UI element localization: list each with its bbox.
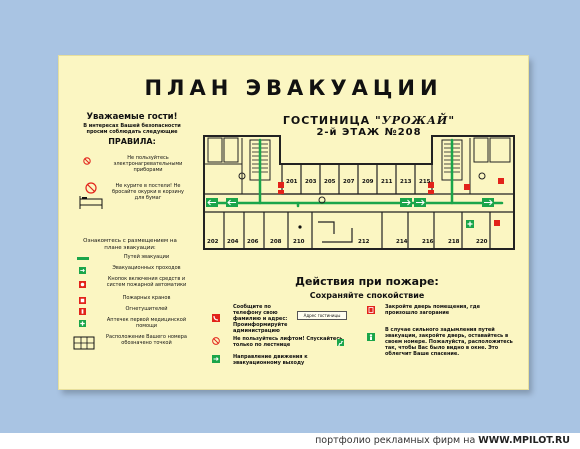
- hotel-title: "УРОЖАЙ": [375, 114, 456, 127]
- evacuation-sign: ПЛАН ЭВАКУАЦИИ Уважаемые гости! В интере…: [58, 55, 529, 390]
- legend-label: Путей эвакуации: [123, 254, 170, 260]
- room-label: 205: [324, 179, 336, 185]
- bottom-bar: [0, 433, 580, 449]
- direction-arrow-icon: [212, 355, 220, 363]
- room-label: 218: [448, 239, 460, 245]
- room-label: 203: [305, 179, 317, 185]
- greeting: Уважаемые гости!: [86, 112, 178, 122]
- hotel-prefix: ГОСТИНИЦА: [282, 114, 376, 127]
- legend-item-routes: Путей эвакуации: [67, 254, 197, 265]
- left-panel: Уважаемые гости! В интересах Вашей безоп…: [67, 112, 197, 147]
- address-box: Адрес гостиницы: [297, 311, 347, 320]
- legend-label: Эвакуационных проходов: [112, 265, 181, 271]
- rule-no-smoking: Не курите в постели! Не бросайте окурки …: [67, 181, 197, 221]
- legend-label: Расположение Вашего номера обозначено то…: [105, 334, 187, 346]
- legend-item-alarm-buttons: Кнопок включения средств и систем пожарн…: [67, 276, 197, 294]
- rule-no-heaters: Не пользуйтесь электронагревательными пр…: [67, 155, 197, 175]
- rule-2-text: Не курите в постели! Не бросайте окурки …: [112, 183, 184, 201]
- legend-item-hydrants: Пожарных кранов: [67, 295, 197, 306]
- room-label: 213: [400, 179, 412, 185]
- legend-label: Огнетушителей: [125, 306, 168, 312]
- route-line-icon: [77, 257, 89, 260]
- room-label: 216: [422, 239, 434, 245]
- portfolio-caption: портфолио рекламных фирм на WWW.MPILOT.R…: [315, 435, 570, 446]
- sign-title: ПЛАН ЭВАКУАЦИИ: [144, 76, 443, 100]
- legend-label: Аптечек первой медицинской помощи: [106, 317, 187, 329]
- legend-label: Кнопок включения средств и систем пожарн…: [106, 276, 187, 288]
- legend-title: Ознакомтесь с размещением на плане эваку…: [83, 238, 177, 251]
- caption-text: портфолио рекламных фирм на: [315, 435, 479, 446]
- action-smoke: В случае сильного задымления путей эваку…: [385, 327, 513, 357]
- room-label: 202: [207, 239, 219, 245]
- room-label: 215: [419, 179, 431, 185]
- room-label: 214: [396, 239, 408, 245]
- no-heaters-icon: [83, 157, 91, 165]
- room-label: 207: [343, 179, 355, 185]
- room-label: 212: [358, 239, 370, 245]
- actions-title: Действия при пожаре:: [295, 275, 439, 288]
- fire-hydrant-icon: [79, 297, 86, 304]
- floor-number: 2-й ЭТАЖ №208: [316, 127, 422, 138]
- actions-subtitle: Сохраняйте спокойствие: [309, 291, 425, 300]
- room-label: 208: [270, 239, 282, 245]
- room-label: 210: [293, 239, 305, 245]
- legend-item-extinguishers: Огнетушителей: [67, 306, 197, 317]
- exit-arrow-icon: [79, 267, 86, 274]
- window-person-icon: [367, 333, 375, 341]
- action-close-door: Закройте дверь помещения, где произошло …: [385, 304, 481, 316]
- caption-site[interactable]: WWW.MPILOT.RU: [478, 435, 570, 446]
- intro-text: В интересах Вашей безопасности просим со…: [83, 123, 181, 135]
- phone-icon: [212, 314, 220, 322]
- action-direction: Направление движения к эвакуационному вы…: [233, 354, 308, 366]
- no-smoking-bed-icon: [79, 182, 103, 209]
- room-label: 206: [247, 239, 259, 245]
- stairs-icon: [337, 339, 344, 346]
- rules-title: ПРАВИЛА:: [108, 137, 156, 146]
- legend-item-room-dot: Расположение Вашего номера обозначено то…: [67, 334, 197, 354]
- floor-plan: [203, 135, 515, 250]
- room-dot-icon: [73, 336, 95, 350]
- fire-alarm-icon: [79, 281, 86, 288]
- room-label: 204: [227, 239, 239, 245]
- close-door-icon: [367, 306, 375, 314]
- action-no-elevator: Не пользуйтесь лифтом! Спускайтесь тольк…: [233, 336, 343, 348]
- room-label: 201: [286, 179, 298, 185]
- hotel-name: ГОСТИНИЦА "УРОЖАЙ": [209, 114, 529, 127]
- action-call: Сообщите по телефону свою фамилию и адре…: [233, 304, 288, 334]
- exit-signs: [206, 198, 494, 207]
- room-label: 220: [476, 239, 488, 245]
- no-elevator-icon: [212, 337, 220, 345]
- legend-item-passages: Эвакуационных проходов: [67, 265, 197, 276]
- legend-item-first-aid: Аптечек первой медицинской помощи: [67, 317, 197, 330]
- room-label: 209: [362, 179, 374, 185]
- rule-1-text: Не пользуйтесь электронагревательными пр…: [113, 155, 183, 173]
- extinguisher-icon: [79, 308, 86, 315]
- first-aid-icon: [79, 320, 86, 327]
- room-label: 211: [381, 179, 393, 185]
- legend-label: Пожарных кранов: [122, 295, 171, 301]
